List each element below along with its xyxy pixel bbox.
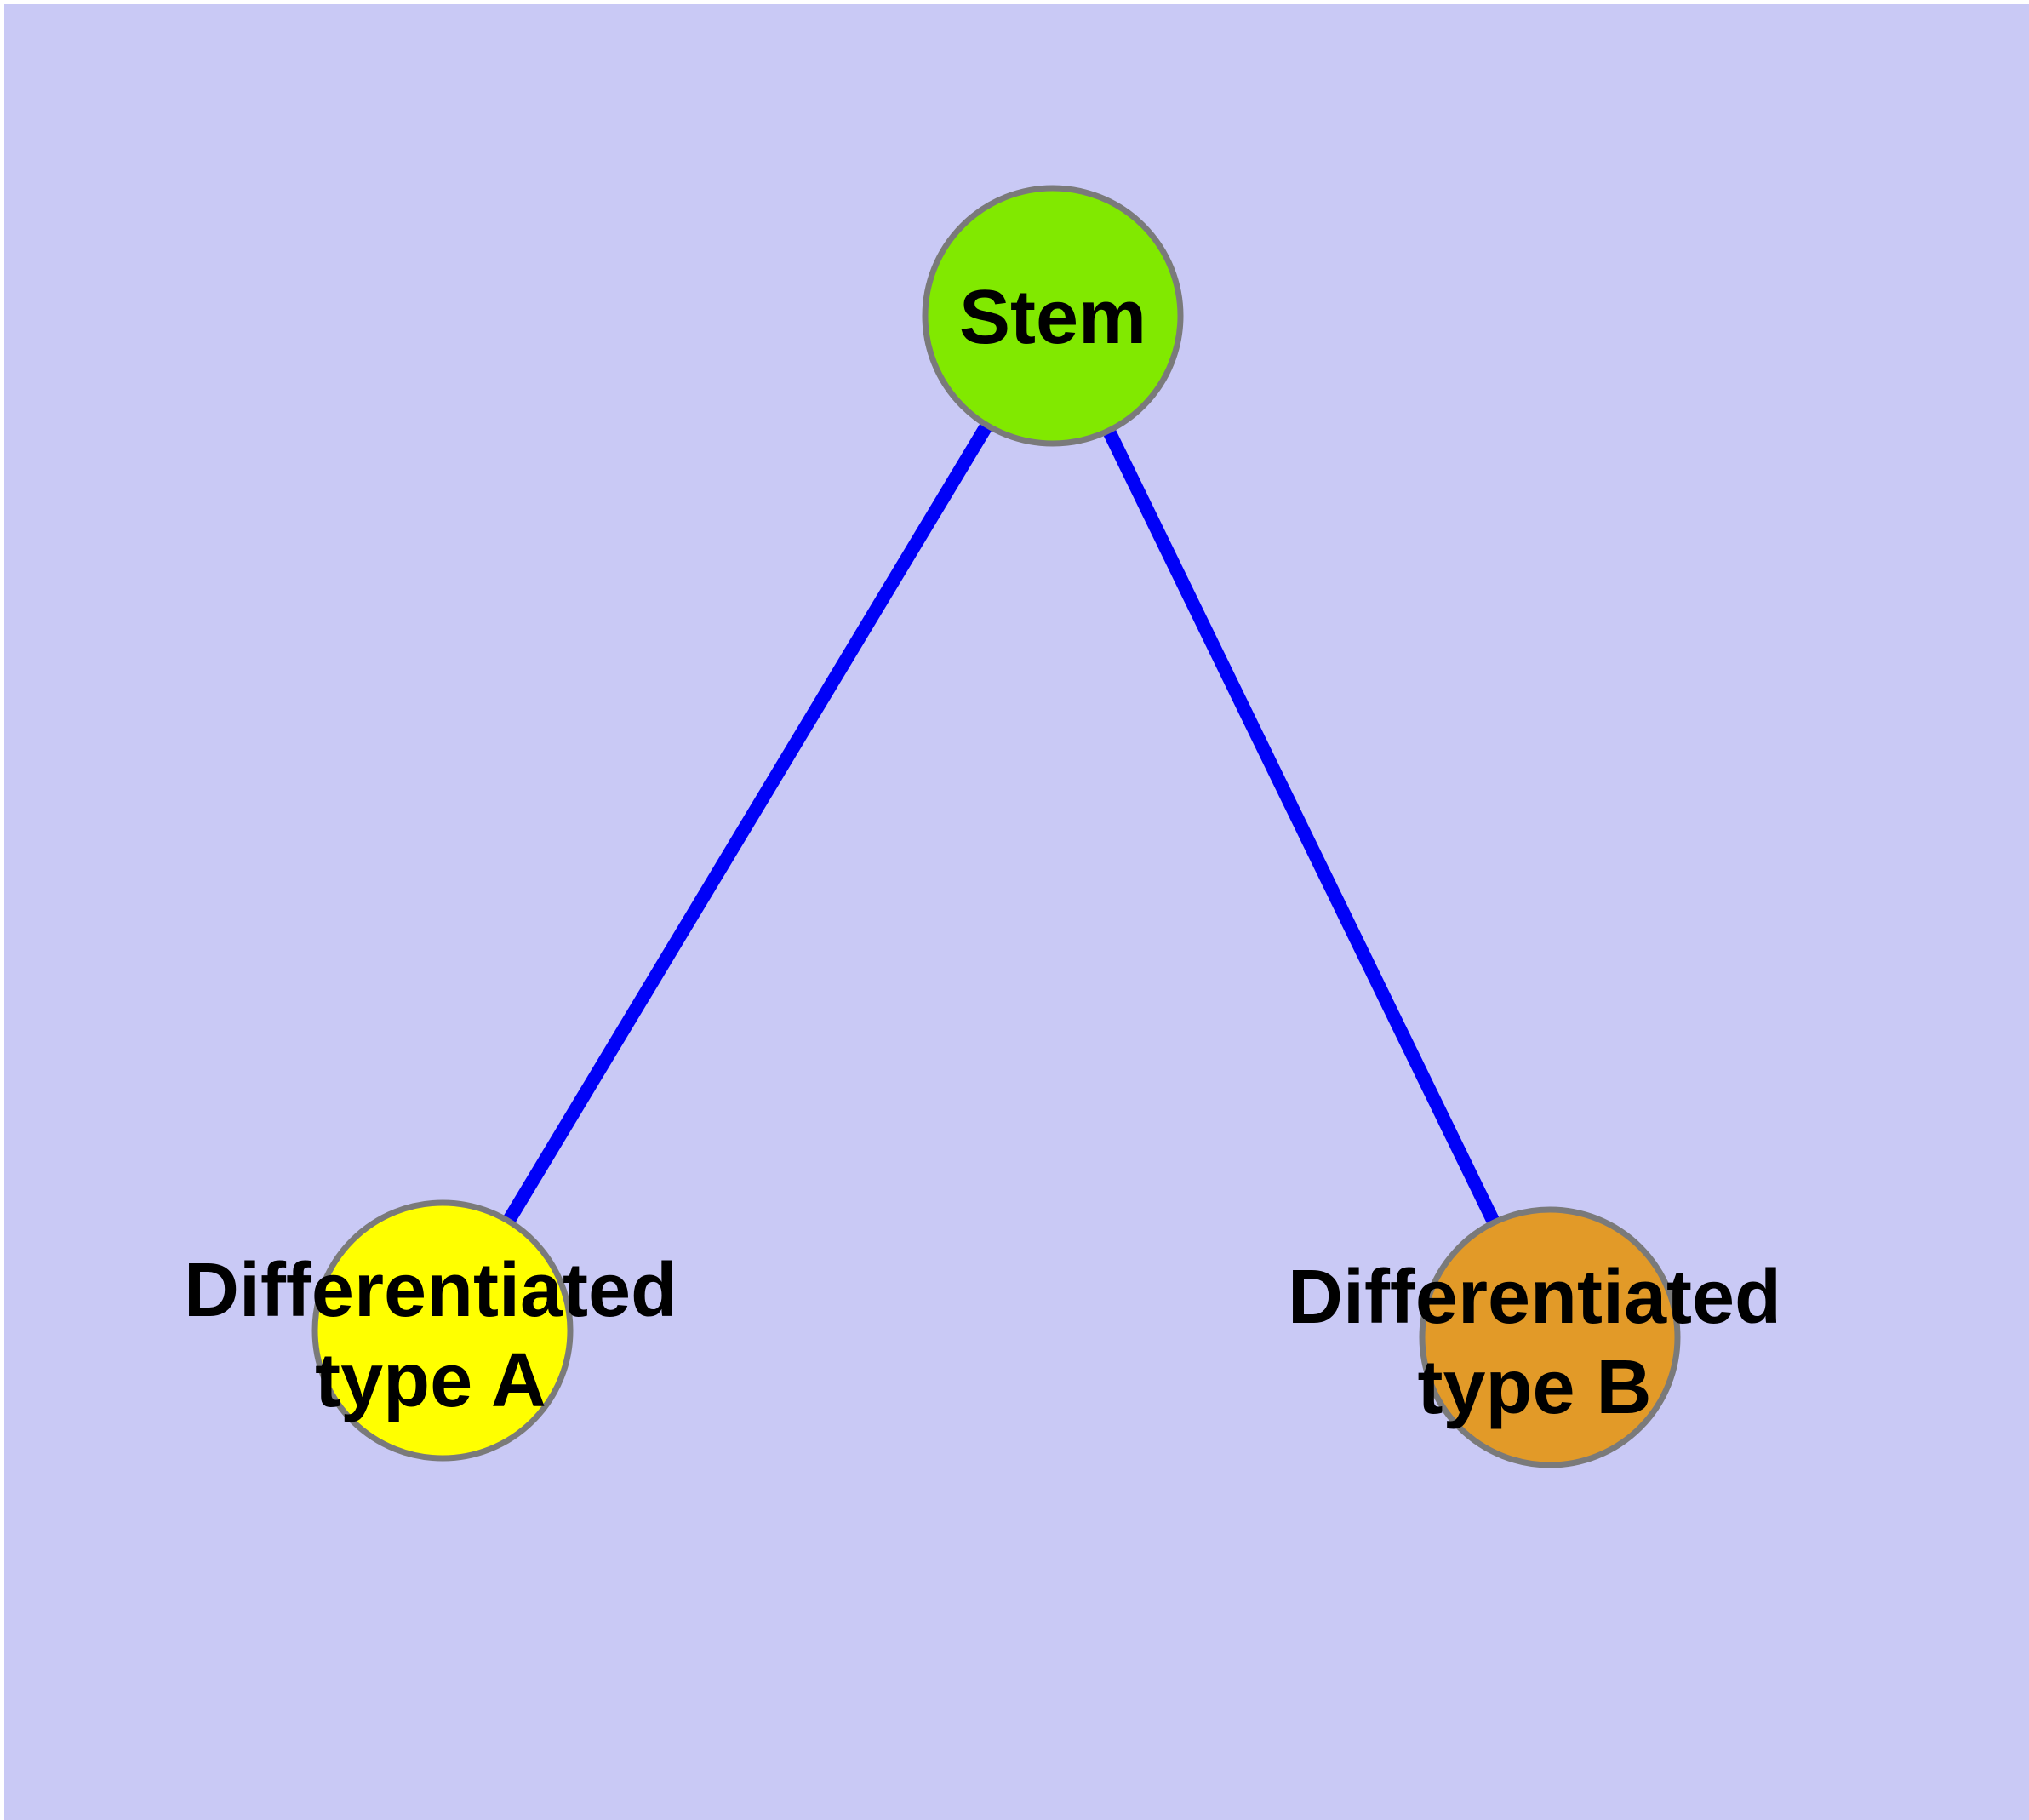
node-type-a: Differentiated type A (184, 1199, 677, 1462)
node-type-a-label-line1: Differentiated (184, 1248, 677, 1333)
node-type-a-label-line2: type A (315, 1338, 546, 1423)
edge-stem-to-type-b (1046, 309, 1557, 1344)
node-type-b-label-line1: Differentiated (1288, 1255, 1781, 1340)
edge-stem-to-type-a (436, 309, 1060, 1337)
node-type-b-label-line2: type B (1417, 1345, 1651, 1430)
node-stem-circle (922, 185, 1184, 447)
node-stem-label: Stem (959, 275, 1146, 360)
node-type-b-circle (1419, 1206, 1681, 1468)
node-stem: Stem (922, 185, 1184, 447)
node-type-b: Differentiated type B (1288, 1206, 1781, 1468)
node-type-a-circle (311, 1199, 574, 1462)
